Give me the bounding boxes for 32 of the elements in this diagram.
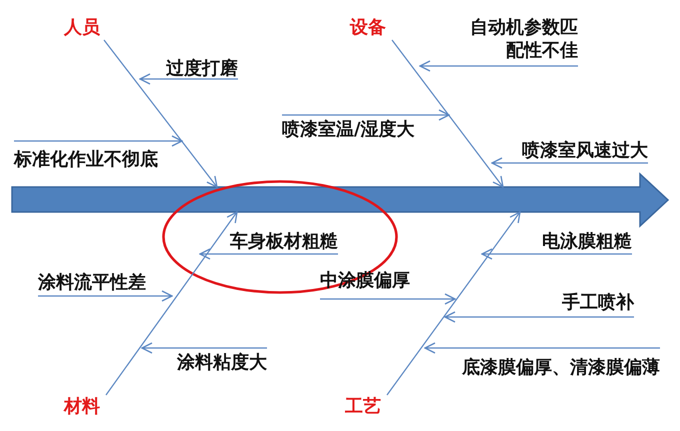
- cause-label: 底漆膜偏厚、清漆膜偏薄: [460, 356, 660, 379]
- cause-label: 涂料粘度大: [173, 351, 267, 374]
- cause-arrow: [199, 248, 338, 260]
- category-label: 工艺: [345, 395, 389, 419]
- cause-label: 过度打磨: [162, 57, 238, 80]
- category-label: 材料: [64, 395, 108, 419]
- cause-arrow: [282, 109, 450, 121]
- cause-label: 电泳膜粗糙: [538, 230, 632, 253]
- cause-arrow: [491, 157, 648, 169]
- cause-label: 手工喷补: [558, 291, 634, 314]
- cause-label: 自动机参数匹配性不佳: [458, 16, 578, 62]
- cause-label: 标准化作业不彻底: [14, 148, 160, 171]
- spine-arrow: [12, 174, 668, 226]
- cause-label: 喷漆室温/湿度大: [282, 118, 422, 141]
- bone-arrow: [392, 40, 504, 188]
- bone-arrow: [104, 40, 218, 188]
- cause-arrow: [481, 248, 632, 260]
- cause-arrow: [320, 293, 456, 305]
- cause-arrow: [424, 342, 660, 354]
- cause-arrow: [139, 73, 238, 85]
- cause-arrow: [444, 311, 634, 323]
- cause-arrow: [141, 342, 267, 354]
- bone-arrow: [106, 211, 238, 396]
- cause-label: 涂料流平性差: [38, 271, 150, 294]
- cause-label: 喷漆室风速过大: [518, 139, 648, 162]
- cause-label: 车身板材粗糙: [226, 230, 338, 253]
- category-label: 人员: [64, 16, 108, 40]
- cause-arrow: [38, 290, 173, 302]
- cause-arrow: [14, 135, 183, 147]
- bone-arrow: [386, 211, 521, 396]
- category-label: 设备: [350, 16, 394, 40]
- cause-arrow: [419, 60, 578, 72]
